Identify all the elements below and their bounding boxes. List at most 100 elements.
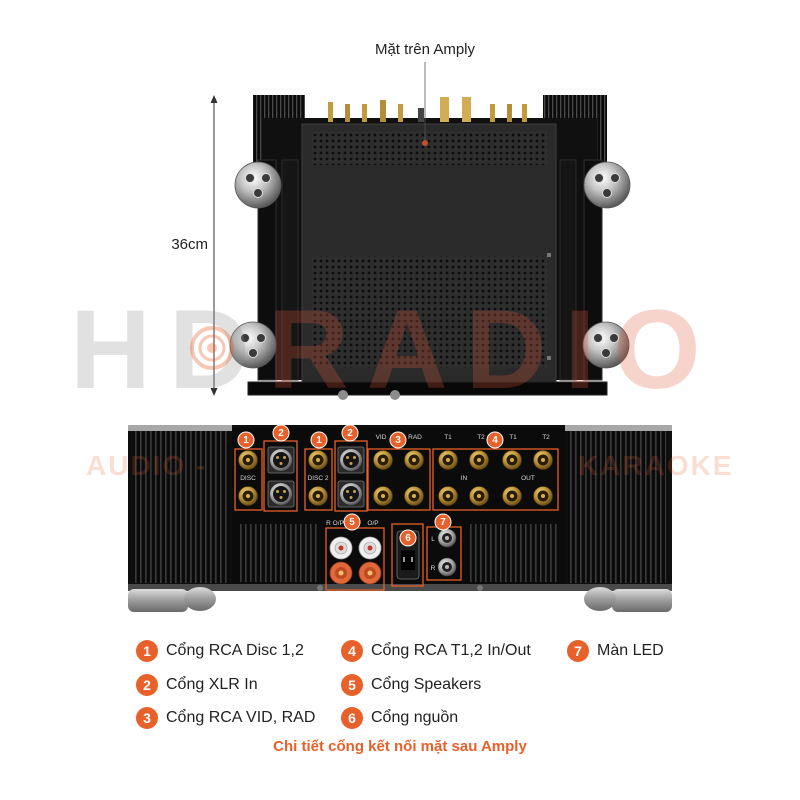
legend-badge: 2 [136,674,158,696]
connector-post [440,97,449,122]
rca-jack [308,486,328,506]
top-label-pointer-dot [422,140,428,146]
legend-badge: 3 [136,707,158,729]
rca-jack [238,486,258,506]
rca-jack-silver [437,528,457,548]
callout-power-socket: 6 [391,523,424,587]
legend-text: Cổng RCA VID, RAD [166,709,316,726]
bottom-screw [477,585,483,591]
rca-jack [533,486,553,506]
callout-badge [341,424,359,442]
callout-number: 5 [349,517,355,528]
rear-panel-amplifier: DISC 1 2 DISC 2 1 2 [128,424,672,612]
rca-jack [404,486,424,506]
xlr-jack [267,480,295,508]
connector-post [380,100,386,122]
legend-text: Cổng XLR In [166,676,258,693]
callout-disc1-rca: DISC 1 [234,431,263,511]
legend-text: Cổng RCA T1,2 In/Out [371,642,531,659]
callout-number: 6 [405,533,411,544]
rca-jack [438,450,458,470]
callout-number: 2 [347,428,353,439]
label-disc1: DISC [240,475,256,482]
dimension-arrowhead-top [210,95,218,103]
right-top-trim [565,425,672,431]
power-socket-inlet [401,550,415,570]
front-knob [390,390,400,400]
top-cover-vent-upper [312,131,548,165]
callout-disc2-xlr: 2 [334,424,368,512]
left-post-inner [281,159,299,381]
legend-text: Cổng RCA Disc 1,2 [166,642,304,659]
speaker-terminal [358,561,382,585]
power-socket-pin [403,557,405,562]
connector-post [507,104,512,122]
callout-number: 1 [243,435,249,446]
callout-number: 2 [278,428,284,439]
label-led-left: L [431,536,435,543]
top-cover-vent-lower [312,256,548,368]
bottom-screw [317,585,323,591]
callout-disc1-xlr: 2 [263,424,298,512]
legend-badge: 1 [136,640,158,662]
callout-box [367,448,431,511]
rear-bottom-lip [128,584,672,591]
rca-jack [308,450,328,470]
legend-item-led: 7 Màn LED [567,640,664,662]
right-post-inner [559,159,577,381]
callout-badge [310,431,328,449]
label-led-right: R [431,565,436,572]
rca-jack [373,450,393,470]
label-t1-in: T1 [444,434,452,441]
speaker-terminal [329,561,353,585]
connector-post [328,102,333,122]
rca-jack [404,450,424,470]
rca-jack [438,486,458,506]
front-knob [338,390,348,400]
label-t2-in: T2 [477,434,485,441]
cover-screw [547,253,551,257]
callout-box [234,448,263,511]
rca-jack [502,486,522,506]
top-left-spike-foot [234,161,282,209]
legend-text: Cổng nguồn [371,709,459,726]
left-top-trim [128,425,232,431]
callout-number: 7 [440,517,446,528]
legend-item-xlr: 2 Cổng XLR In [136,674,258,696]
top-right-spike-foot [583,161,631,209]
callout-badge [389,431,407,449]
legend-item-tape: 4 Cổng RCA T1,2 In/Out [341,640,531,662]
left-foot [128,589,188,612]
speaker-terminal [329,536,353,560]
rca-jack [502,450,522,470]
legend-badge: 5 [341,674,363,696]
callout-box [304,448,333,511]
rca-jack [469,486,489,506]
height-dimension-arrow [210,95,218,396]
xlr-jack [337,446,365,474]
connector-post [462,97,471,122]
top-rear-connector-posts [328,97,527,122]
label-disc2: DISC 2 [308,475,329,482]
cover-screw [547,356,551,360]
callout-box [391,523,424,587]
top-view-label: Mặt trên Amply [374,41,476,58]
connector-post [398,104,403,122]
legend-text: Màn LED [597,642,664,659]
rca-jack [238,450,258,470]
legend-badge: 4 [341,640,363,662]
callout-badge [237,431,255,449]
label-vid: VID [376,434,387,441]
legend-badge: 7 [567,640,589,662]
right-foot [612,589,672,612]
callout-speaker-terminals: R O/P O/P 5 [325,513,385,591]
lower-left-vent [240,524,318,582]
legend-item-power: 6 Cổng nguồn [341,707,458,729]
dimension-arrowhead-bottom [210,388,218,396]
rca-jack [533,450,553,470]
lower-right-vent [470,524,558,582]
bottom-left-spike-foot [229,321,277,369]
label-rad: RAD [408,434,422,441]
callout-badge [272,424,290,442]
